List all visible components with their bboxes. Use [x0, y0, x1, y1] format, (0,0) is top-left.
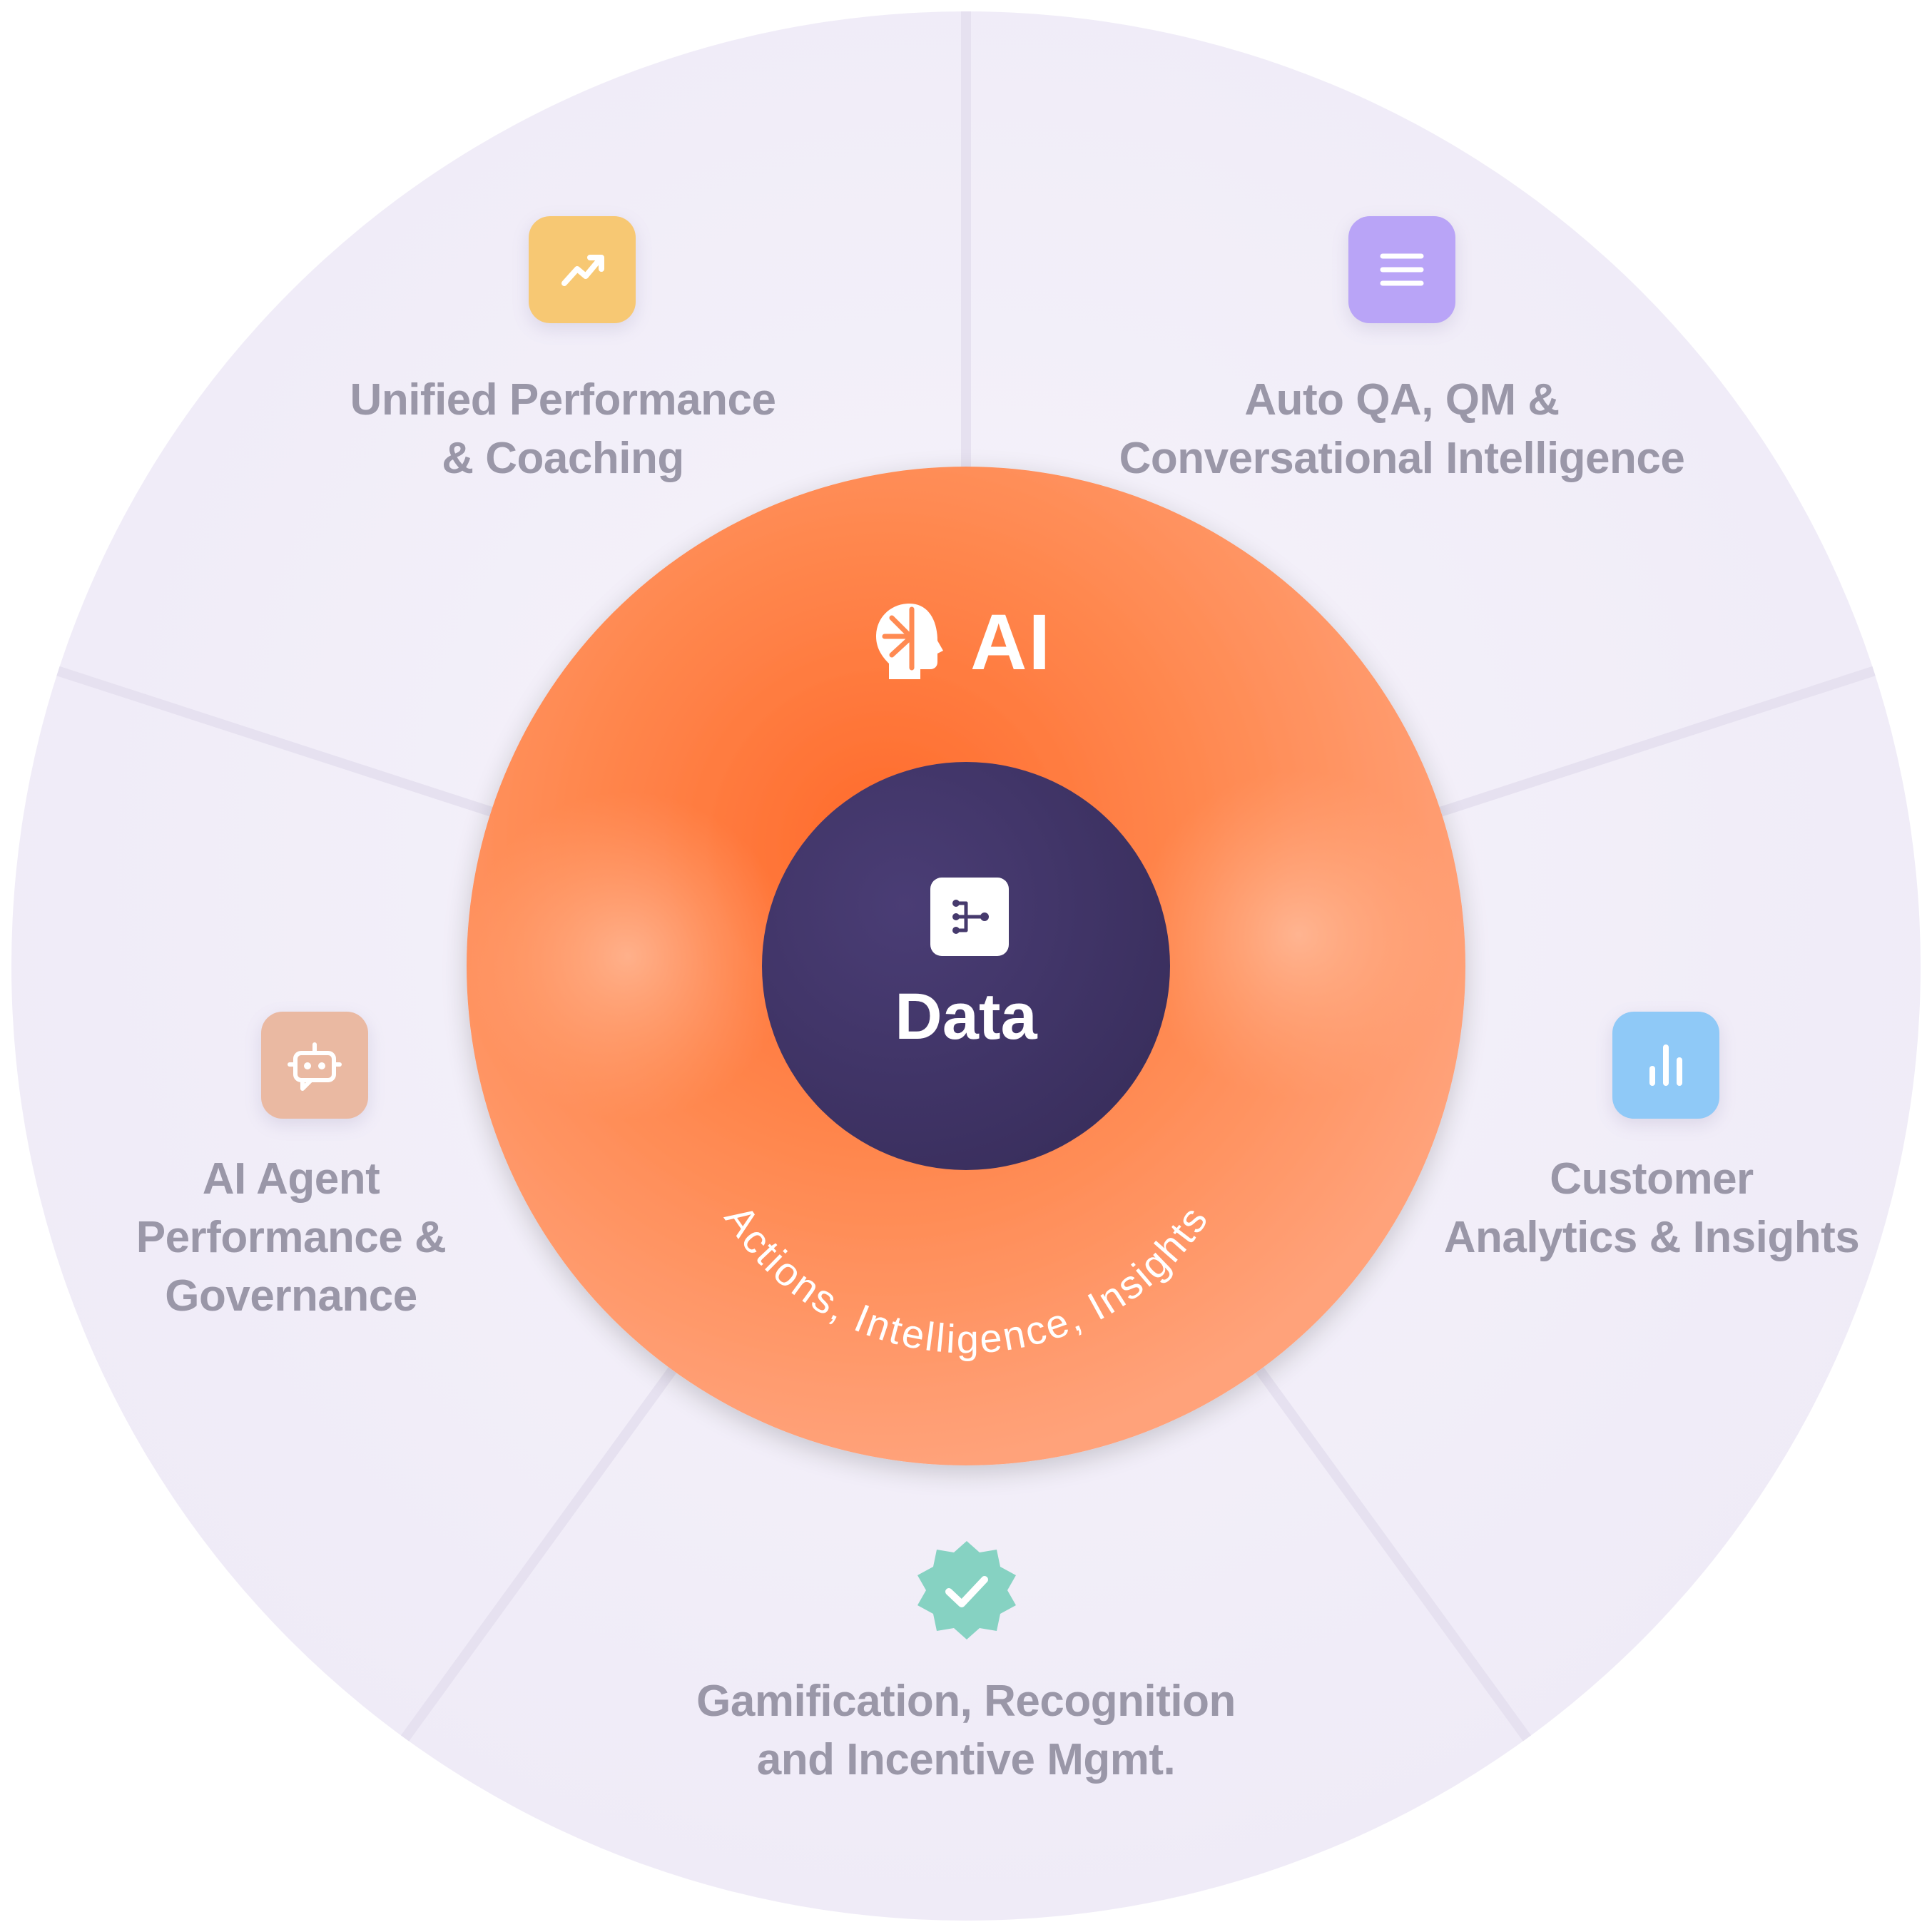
- verified-badge-icon: [917, 1541, 1016, 1639]
- chatbot-icon: [288, 1042, 342, 1091]
- ai-head-icon: [876, 604, 943, 679]
- segment-divider: [56, 666, 493, 817]
- segment-label-ai-agent: AI Agent Performance & Governance: [136, 1154, 447, 1321]
- segment-label-customer-analytics: Customer Analytics & Insights: [1443, 1154, 1860, 1262]
- segment-label-auto-qa: Auto QA, QM & Conversational Intelligenc…: [1119, 375, 1685, 483]
- segment-label-performance-coaching: Unified Performance & Coaching: [350, 375, 776, 483]
- segment-dividers: [56, 11, 1876, 1742]
- segment-icon-tile: [261, 1012, 368, 1119]
- data-label: Data: [895, 980, 1037, 1053]
- segment-divider: [1255, 1367, 1532, 1742]
- segment-label-gamification: Gamification, Recognition and Incentive …: [696, 1677, 1236, 1784]
- segment-divider: [1439, 666, 1876, 817]
- segment-icon-tile: [1612, 1012, 1719, 1119]
- segment-icon-tile: [913, 1537, 1020, 1644]
- bar-chart-icon: [1649, 1044, 1682, 1086]
- menu-lines-icon: [1380, 253, 1424, 286]
- ring-highlight-right: [1134, 771, 1463, 1099]
- data-flow-icon: [930, 878, 1009, 956]
- segment-icon-tile: [529, 216, 636, 323]
- ring-highlight-left: [464, 792, 792, 1120]
- ai-label: AI: [970, 598, 1052, 686]
- ai-title: AI: [870, 598, 1052, 686]
- segment-icon-tile: [1348, 216, 1455, 323]
- data-core: [762, 762, 1170, 1170]
- trending-up-icon: [561, 255, 604, 286]
- segment-divider: [400, 1367, 677, 1742]
